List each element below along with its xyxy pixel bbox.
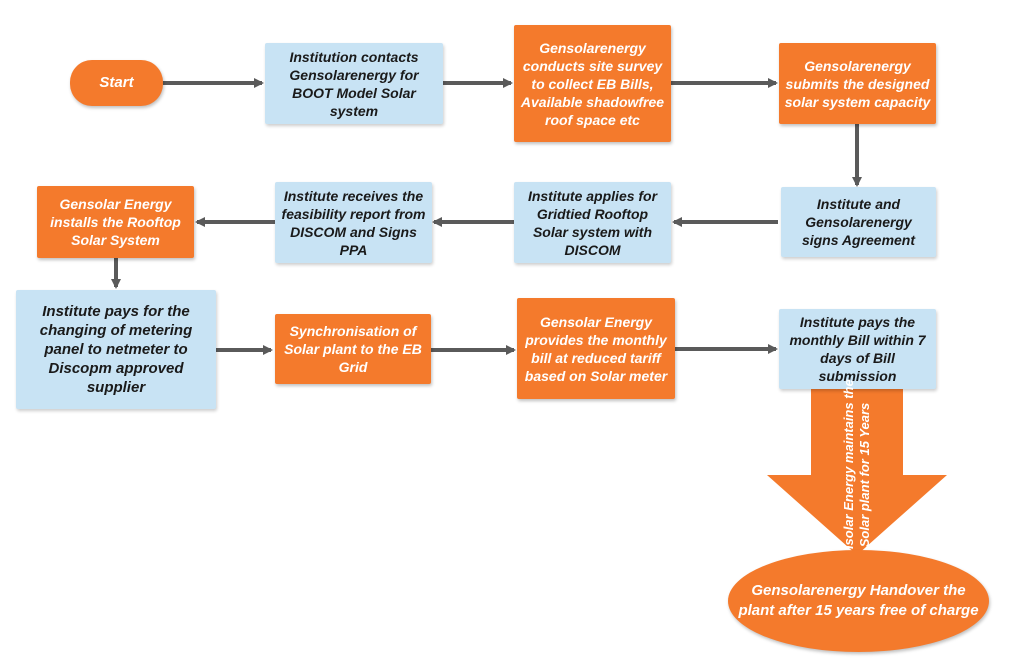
feasibility-node: Institute receives the feasibility repor… <box>275 182 432 263</box>
metering-node: Institute pays for the changing of meter… <box>16 290 216 409</box>
apply-node: Institute applies for Gridtied Rooftop S… <box>514 182 671 263</box>
contact-node: Institution contacts Gensolarenergy for … <box>265 43 443 124</box>
handover-node: Gensolarenergy Handover the plant after … <box>728 550 989 652</box>
big-down-arrow <box>767 386 947 555</box>
bill-node: Gensolar Energy provides the monthly bil… <box>517 298 675 399</box>
maintain-label: Gensolar Energy maintains the Solar plan… <box>841 379 872 571</box>
agreement-node: Institute and Gensolarenergy signs Agree… <box>781 187 936 257</box>
start-node: Start <box>70 60 163 106</box>
pay-node: Institute pays the monthly Bill within 7… <box>779 309 936 389</box>
sync-node: Synchronisation of Solar plant to the EB… <box>275 314 431 384</box>
submit-node: Gensolarenergy submits the designed sola… <box>779 43 936 124</box>
survey-node: Gensolarenergy conducts site survey to c… <box>514 25 671 142</box>
install-node: Gensolar Energy installs the Rooftop Sol… <box>37 186 194 258</box>
